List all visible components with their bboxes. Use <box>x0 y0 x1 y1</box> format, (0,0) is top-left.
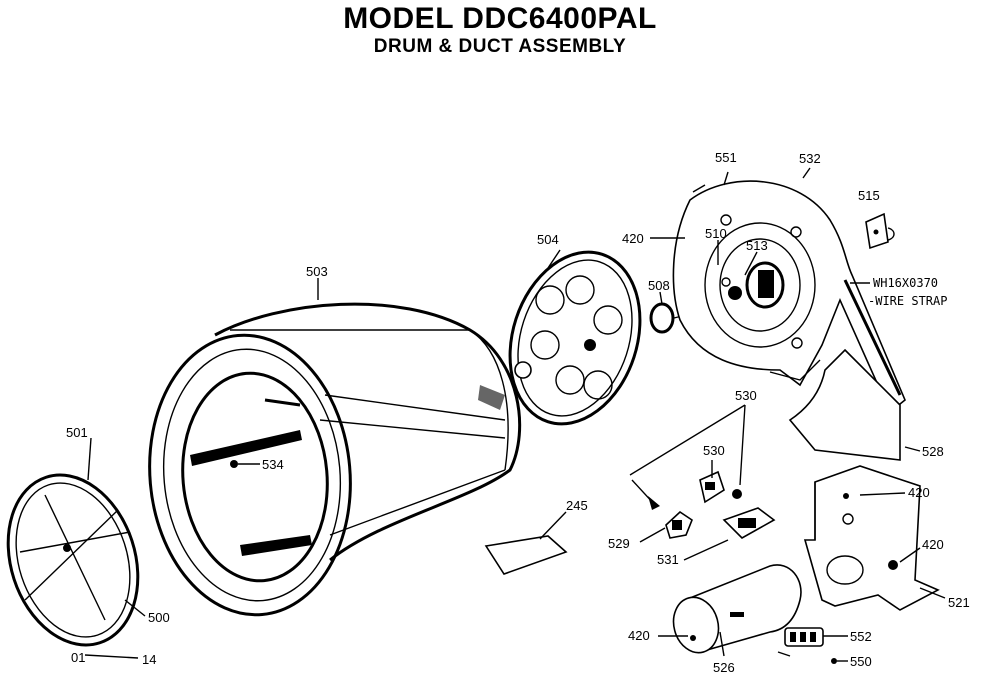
callout-528: 528 <box>922 444 944 459</box>
callout-labels: 501 503 504 534 500 01 14 245 508 420 55… <box>66 150 970 675</box>
callout-530-b: 530 <box>703 443 725 458</box>
callout-534: 534 <box>262 457 284 472</box>
wire-strap-part-number: WH16X0370 <box>873 276 938 290</box>
callout-500: 500 <box>148 610 170 625</box>
rear-bulkhead-disc <box>508 249 642 426</box>
drum-front-seal-ring <box>6 473 140 647</box>
callout-526: 526 <box>713 660 735 675</box>
callout-510: 510 <box>705 226 727 241</box>
blower-housing-duct <box>672 167 906 461</box>
callout-515: 515 <box>858 188 880 203</box>
callout-503: 503 <box>306 264 328 279</box>
callout-420-top: 420 <box>622 231 644 246</box>
callout-01: 01 <box>71 650 85 665</box>
drum <box>148 302 522 617</box>
callout-551: 551 <box>715 150 737 165</box>
callout-420-right: 420 <box>922 537 944 552</box>
callout-504: 504 <box>537 232 559 247</box>
callout-521: 521 <box>948 595 970 610</box>
callout-513: 513 <box>746 238 768 253</box>
terminal-block <box>777 627 848 664</box>
capacitor-cylinder <box>658 564 802 657</box>
callout-552: 552 <box>850 629 872 644</box>
callout-14: 14 <box>142 652 156 667</box>
callout-530: 530 <box>735 388 757 403</box>
callout-531: 531 <box>657 552 679 567</box>
diagram-subtitle: DRUM & DUCT ASSEMBLY <box>373 36 627 57</box>
callout-245: 245 <box>566 498 588 513</box>
thermostat-group <box>629 404 776 561</box>
callout-420-bottom: 420 <box>628 628 650 643</box>
callout-532: 532 <box>799 151 821 166</box>
mounting-plate <box>484 511 568 575</box>
callout-501: 501 <box>66 425 88 440</box>
duct-clip <box>865 212 895 250</box>
callout-529: 529 <box>608 536 630 551</box>
wire-strap-description: -WIRE STRAP <box>868 294 947 308</box>
heater-bracket <box>803 465 946 611</box>
callout-508: 508 <box>648 278 670 293</box>
leader-lines <box>84 237 921 659</box>
callout-550: 550 <box>850 654 872 669</box>
diagram-title: MODEL DDC6400PAL <box>343 2 657 35</box>
callout-420-bracket: 420 <box>908 485 930 500</box>
